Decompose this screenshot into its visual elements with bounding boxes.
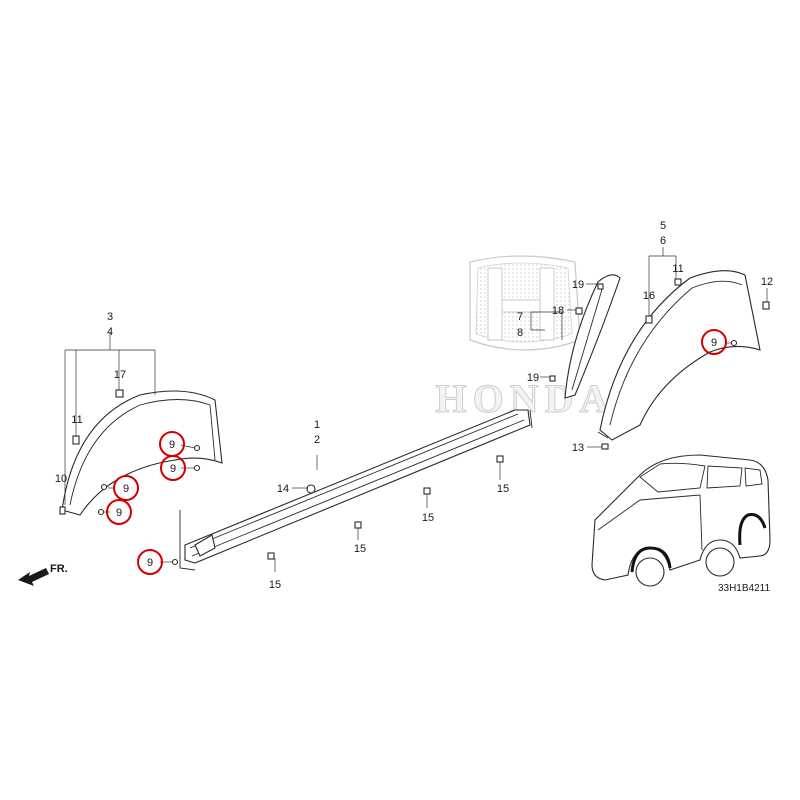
callout-15-b: 15 (354, 543, 366, 555)
callout-11-rear: 11 (672, 263, 683, 275)
highlight-circle (137, 549, 163, 575)
highlight-circle (701, 329, 727, 355)
callout-9-b: 9 (170, 463, 176, 475)
callout-9-d: 9 (116, 507, 122, 519)
callout-5: 5 (660, 220, 666, 232)
callout-12: 12 (761, 276, 773, 288)
callout-4: 4 (107, 326, 113, 338)
side-sill-garnish (179, 409, 533, 571)
direction-label: FR. (50, 563, 68, 575)
callout-13: 13 (572, 442, 584, 454)
callout-9-f: 9 (711, 337, 717, 349)
callout-7: 7 (517, 311, 523, 323)
diagram-code: 33H1B4211 (718, 583, 771, 594)
callout-19-bottom: 19 (527, 372, 539, 384)
callout-9-a: 9 (169, 439, 175, 451)
front-fender-arch-molding (61, 390, 223, 516)
callout-11-front: 11 (71, 414, 82, 426)
honda-logo-watermark: HONDA (435, 255, 609, 422)
callout-9-c: 9 (123, 483, 129, 495)
rear-mudguard (564, 274, 621, 399)
callout-3: 3 (107, 311, 113, 323)
highlighted-callouts: 9 9 9 9 9 9 (106, 329, 727, 575)
callout-14: 14 (277, 483, 289, 495)
highlight-circle (113, 475, 139, 501)
callout-9-e: 9 (147, 557, 153, 569)
leader-lines (64, 247, 768, 572)
vehicle-silhouette (591, 454, 771, 587)
callouts: 3 4 17 11 10 1 2 14 15 15 15 15 19 18 7 … (55, 220, 773, 591)
rear-fender-arch-molding (597, 270, 761, 441)
callout-18: 18 (552, 305, 564, 317)
callout-2: 2 (314, 434, 320, 446)
callout-6: 6 (660, 235, 666, 247)
callout-17: 17 (114, 369, 126, 381)
callout-10: 10 (55, 473, 67, 485)
front-direction-arrow: FR. (18, 563, 68, 586)
highlight-circle (106, 499, 132, 525)
callout-15-d: 15 (497, 483, 509, 495)
callout-8: 8 (517, 327, 523, 339)
highlight-circle (160, 455, 186, 481)
callout-15-c: 15 (422, 512, 434, 524)
callout-16: 16 (643, 290, 655, 302)
callout-15-a: 15 (269, 579, 281, 591)
callout-1: 1 (314, 419, 320, 431)
callout-19-top: 19 (572, 279, 584, 291)
